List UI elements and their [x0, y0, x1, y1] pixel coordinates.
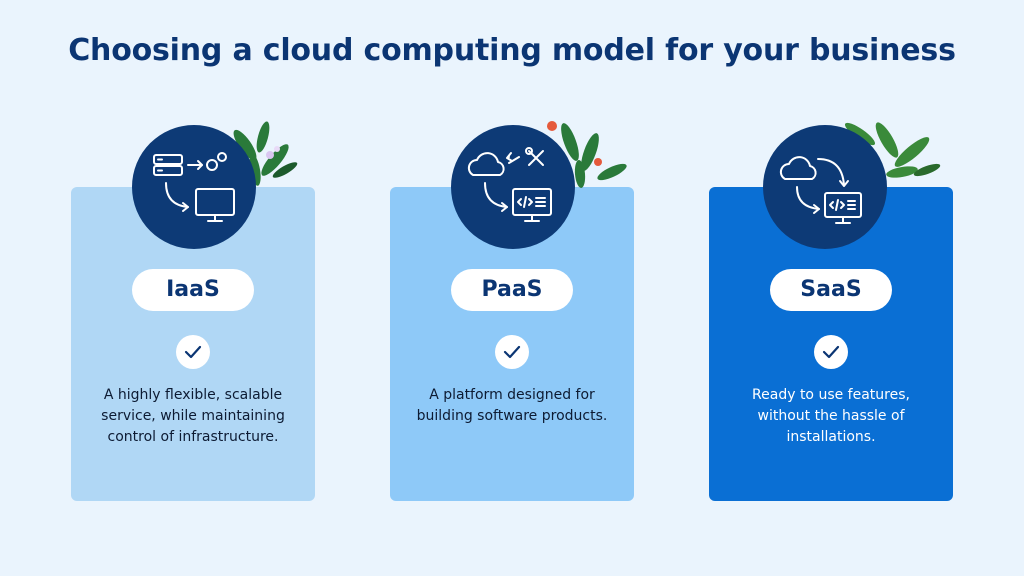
foliage-decoration — [547, 121, 627, 188]
foliage-decoration — [844, 122, 941, 178]
model-label-paas: PaaS — [451, 269, 573, 311]
check-icon — [176, 335, 210, 369]
model-label-iaas: IaaS — [132, 269, 254, 311]
page-title: Choosing a cloud computing model for you… — [68, 33, 956, 68]
cloud-tools-code-monitor-icon — [451, 125, 575, 249]
model-description-iaas: A highly flexible, scalable service, whi… — [101, 387, 285, 445]
model-label-saas: SaaS — [770, 269, 892, 311]
server-gear-monitor-icon — [132, 125, 256, 249]
foliage-decoration — [224, 121, 298, 186]
model-description-saas: Ready to use features, without the hassl… — [752, 387, 910, 445]
check-icon — [814, 335, 848, 369]
model-description-paas: A platform designed for building softwar… — [416, 387, 608, 424]
cloud-code-monitor-icon — [763, 125, 887, 249]
check-icon — [495, 335, 529, 369]
